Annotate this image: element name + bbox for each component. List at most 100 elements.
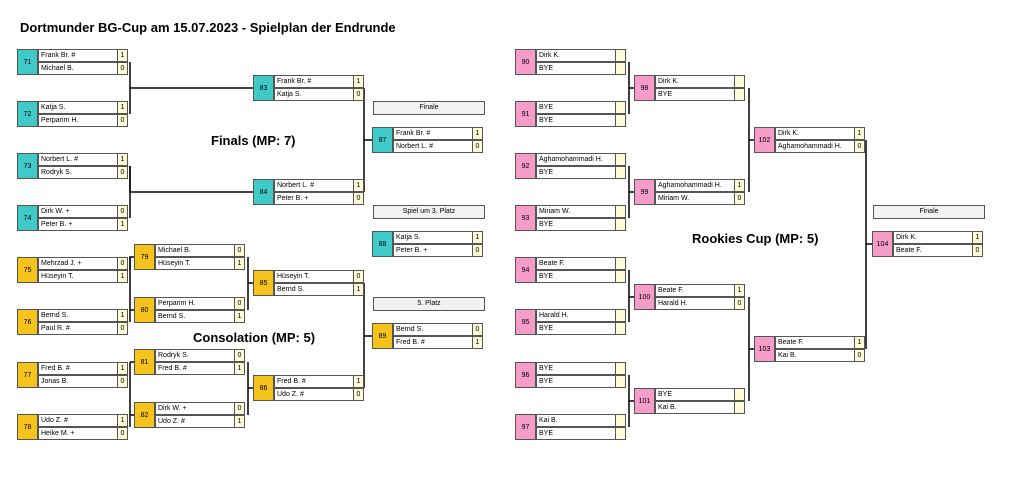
player-name: BYE bbox=[539, 378, 554, 385]
player-row-2: BYE bbox=[655, 88, 745, 101]
player-name: Dirk K. bbox=[896, 234, 917, 241]
fifth-place-label-box: 5. Platz bbox=[373, 297, 485, 311]
player-name: BYE bbox=[539, 117, 554, 124]
player-row-2: Peter B. +0 bbox=[393, 244, 483, 257]
player-row-1: Miriam W. bbox=[536, 205, 626, 218]
player-row-1: Frank Br. # 1 bbox=[393, 127, 483, 140]
player-score: 0 bbox=[117, 428, 127, 439]
player-name: Harald H. bbox=[539, 312, 569, 319]
player-row-1: Dirk K.1 bbox=[893, 231, 983, 244]
match-number: 73 bbox=[17, 153, 38, 179]
player-name: Beate F. bbox=[778, 339, 804, 346]
player-score: 1 bbox=[353, 376, 363, 387]
player-score bbox=[734, 389, 744, 400]
player-name: Bernd S. bbox=[41, 312, 69, 319]
player-score: 1 bbox=[117, 363, 127, 374]
match-number: 81 bbox=[134, 349, 155, 375]
player-score bbox=[615, 258, 625, 269]
player-score bbox=[615, 428, 625, 439]
player-row-2: Peter B. +1 bbox=[38, 218, 128, 231]
player-score: 0 bbox=[117, 323, 127, 334]
player-row-2: Miriam W.0 bbox=[655, 192, 745, 205]
player-name: Katja S. bbox=[396, 234, 421, 241]
player-row-1: BYE bbox=[536, 101, 626, 114]
match-number: 100 bbox=[634, 284, 655, 310]
player-name: Hüseyin T. bbox=[277, 273, 310, 280]
player-row-2: Perparim H.0 bbox=[38, 114, 128, 127]
player-name: Norbert L. # bbox=[41, 156, 78, 163]
player-row-2: Kai B. bbox=[655, 401, 745, 414]
player-score: 1 bbox=[234, 363, 244, 374]
player-score: 1 bbox=[117, 219, 127, 230]
player-name: Frank Br. # bbox=[396, 130, 431, 137]
player-row-1: Aghamohammadi H. bbox=[536, 153, 626, 166]
player-score: 1 bbox=[472, 232, 482, 243]
player-score bbox=[615, 363, 625, 374]
player-name: Harald H. bbox=[658, 300, 688, 307]
player-row-2: Hüseyin T.1 bbox=[155, 257, 245, 270]
player-score bbox=[734, 76, 744, 87]
player-row-2: BYE bbox=[536, 322, 626, 335]
player-name: Fred B. # bbox=[41, 365, 70, 372]
player-name: Udo Z. # bbox=[158, 418, 185, 425]
player-row-1: Norbert L. #1 bbox=[274, 179, 364, 192]
player-row-1: Aghamohammadi H.1 bbox=[655, 179, 745, 192]
player-row-2: Michael B.0 bbox=[38, 62, 128, 75]
player-score: 1 bbox=[117, 102, 127, 113]
player-row-1: Kai B. bbox=[536, 414, 626, 427]
player-score: 1 bbox=[234, 258, 244, 269]
player-row-1: Katja S. 1 bbox=[393, 231, 483, 244]
player-name: Miriam W. bbox=[658, 195, 690, 202]
match-number: 72 bbox=[17, 101, 38, 127]
player-score: 1 bbox=[734, 180, 744, 191]
player-row-2: Paul R. #0 bbox=[38, 322, 128, 335]
player-name: Peter B. + bbox=[277, 195, 309, 202]
player-name: Aghamohammadi H. bbox=[539, 156, 603, 163]
player-name: Mehrzad J. + bbox=[41, 260, 82, 267]
player-row-1: Beate F.1 bbox=[775, 336, 865, 349]
player-score: 1 bbox=[734, 285, 744, 296]
player-row-1: Beate F.1 bbox=[655, 284, 745, 297]
player-row-1: Frank Br. #1 bbox=[38, 49, 128, 62]
player-row-2: Udo Z. #1 bbox=[155, 415, 245, 428]
match-number: 90 bbox=[515, 49, 536, 75]
player-row-2: Harald H.0 bbox=[655, 297, 745, 310]
player-name: Bernd S. bbox=[158, 313, 186, 320]
player-score: 0 bbox=[117, 63, 127, 74]
player-score: 1 bbox=[472, 128, 482, 139]
player-row-1: Perparim H.0 bbox=[155, 297, 245, 310]
match-number: 77 bbox=[17, 362, 38, 388]
player-score: 0 bbox=[117, 376, 127, 387]
player-score bbox=[615, 167, 625, 178]
player-score bbox=[615, 323, 625, 334]
match-number: 83 bbox=[253, 75, 274, 101]
player-row-2: Fred B. # 1 bbox=[155, 362, 245, 375]
player-row-2: Heike M. +0 bbox=[38, 427, 128, 440]
player-name: Katja S. bbox=[41, 104, 66, 111]
player-row-2: Aghamohammadi H.0 bbox=[775, 140, 865, 153]
match-number: 82 bbox=[134, 402, 155, 428]
player-row-2: Udo Z. #0 bbox=[274, 388, 364, 401]
player-score: 1 bbox=[117, 50, 127, 61]
player-row-2: Hüseyin T.1 bbox=[38, 270, 128, 283]
player-row-1: BYE bbox=[536, 362, 626, 375]
player-name: Fred B. # bbox=[158, 365, 187, 372]
player-row-2: BYE bbox=[536, 270, 626, 283]
match-number: 74 bbox=[17, 205, 38, 231]
player-row-2: Bernd S.1 bbox=[155, 310, 245, 323]
match-number: 93 bbox=[515, 205, 536, 231]
player-name: Fred B. # bbox=[396, 339, 425, 346]
player-row-2: BYE bbox=[536, 218, 626, 231]
